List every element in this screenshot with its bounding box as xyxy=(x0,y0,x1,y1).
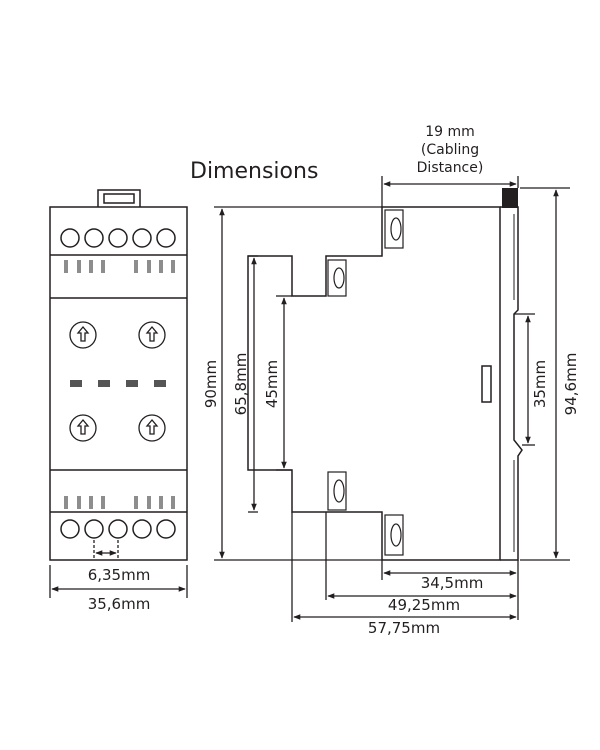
depth-57-75-dimension xyxy=(291,512,517,622)
side-terminals xyxy=(327,209,404,556)
terminal-screw xyxy=(108,519,128,539)
cabling-distance-dimension xyxy=(381,176,519,207)
depth-49-25-dimension xyxy=(325,512,517,600)
height-65-8-label: 65,8mm xyxy=(232,353,250,416)
pitch-label: 6,35mm xyxy=(88,566,151,584)
height-90-label: 90mm xyxy=(202,360,220,408)
terminal-screw xyxy=(156,519,176,539)
side-terminal xyxy=(327,471,347,511)
top-pin-marks xyxy=(64,260,175,273)
height-94-6-label: 94,6mm xyxy=(562,353,580,416)
front-view xyxy=(49,189,188,561)
potentiometer-knob xyxy=(138,321,166,349)
cabling-distance-caption-1: (Cabling xyxy=(421,142,479,158)
terminal-screw xyxy=(108,228,128,248)
side-terminal xyxy=(384,209,404,249)
height-65-8-dimension xyxy=(248,255,258,513)
pitch-dimension xyxy=(93,540,119,558)
side-slot xyxy=(481,365,492,403)
potentiometer-knob xyxy=(69,321,97,349)
depth-49-25-label: 49,25mm xyxy=(388,596,460,614)
front-width-dimension xyxy=(49,565,188,598)
bottom-pin-marks xyxy=(64,496,175,509)
depth-34-5-dimension xyxy=(381,560,519,620)
terminal-screw xyxy=(60,228,80,248)
terminal-screw xyxy=(84,228,104,248)
cabling-reference-block xyxy=(502,188,518,208)
height-45-label: 45mm xyxy=(263,360,281,408)
potentiometers xyxy=(69,321,166,442)
top-terminal-row xyxy=(60,228,176,248)
height-45-dimension xyxy=(276,295,292,471)
terminal-screw xyxy=(132,228,152,248)
drawing-title: Dimensions xyxy=(190,159,318,184)
cabling-distance-caption-2: Distance) xyxy=(417,160,484,176)
side-view xyxy=(247,206,523,561)
depth-34-5-label: 34,5mm xyxy=(421,574,484,592)
terminal-screw xyxy=(156,228,176,248)
terminal-screw xyxy=(60,519,80,539)
height-94-6-dimension xyxy=(520,187,570,561)
side-terminal xyxy=(327,259,347,297)
front-width-label: 35,6mm xyxy=(88,595,151,613)
bottom-terminal-row xyxy=(60,519,176,539)
din-clip-slot xyxy=(103,193,135,204)
potentiometer-knob xyxy=(138,414,166,442)
din-rail-profile xyxy=(500,206,523,561)
terminal-screw xyxy=(132,519,152,539)
side-housing-outline xyxy=(247,206,501,561)
potentiometer-knob xyxy=(69,414,97,442)
height-35-label: 35mm xyxy=(531,360,549,408)
depth-57-75-label: 57,75mm xyxy=(368,619,440,637)
height-90-dimension xyxy=(214,206,382,561)
cabling-distance-value: 19 mm xyxy=(425,124,475,140)
side-terminal xyxy=(384,514,404,556)
terminal-screw xyxy=(84,519,104,539)
front-housing xyxy=(49,206,188,561)
led-indicators xyxy=(70,380,166,387)
din-clip xyxy=(97,189,141,207)
height-35-dimension xyxy=(514,313,535,446)
